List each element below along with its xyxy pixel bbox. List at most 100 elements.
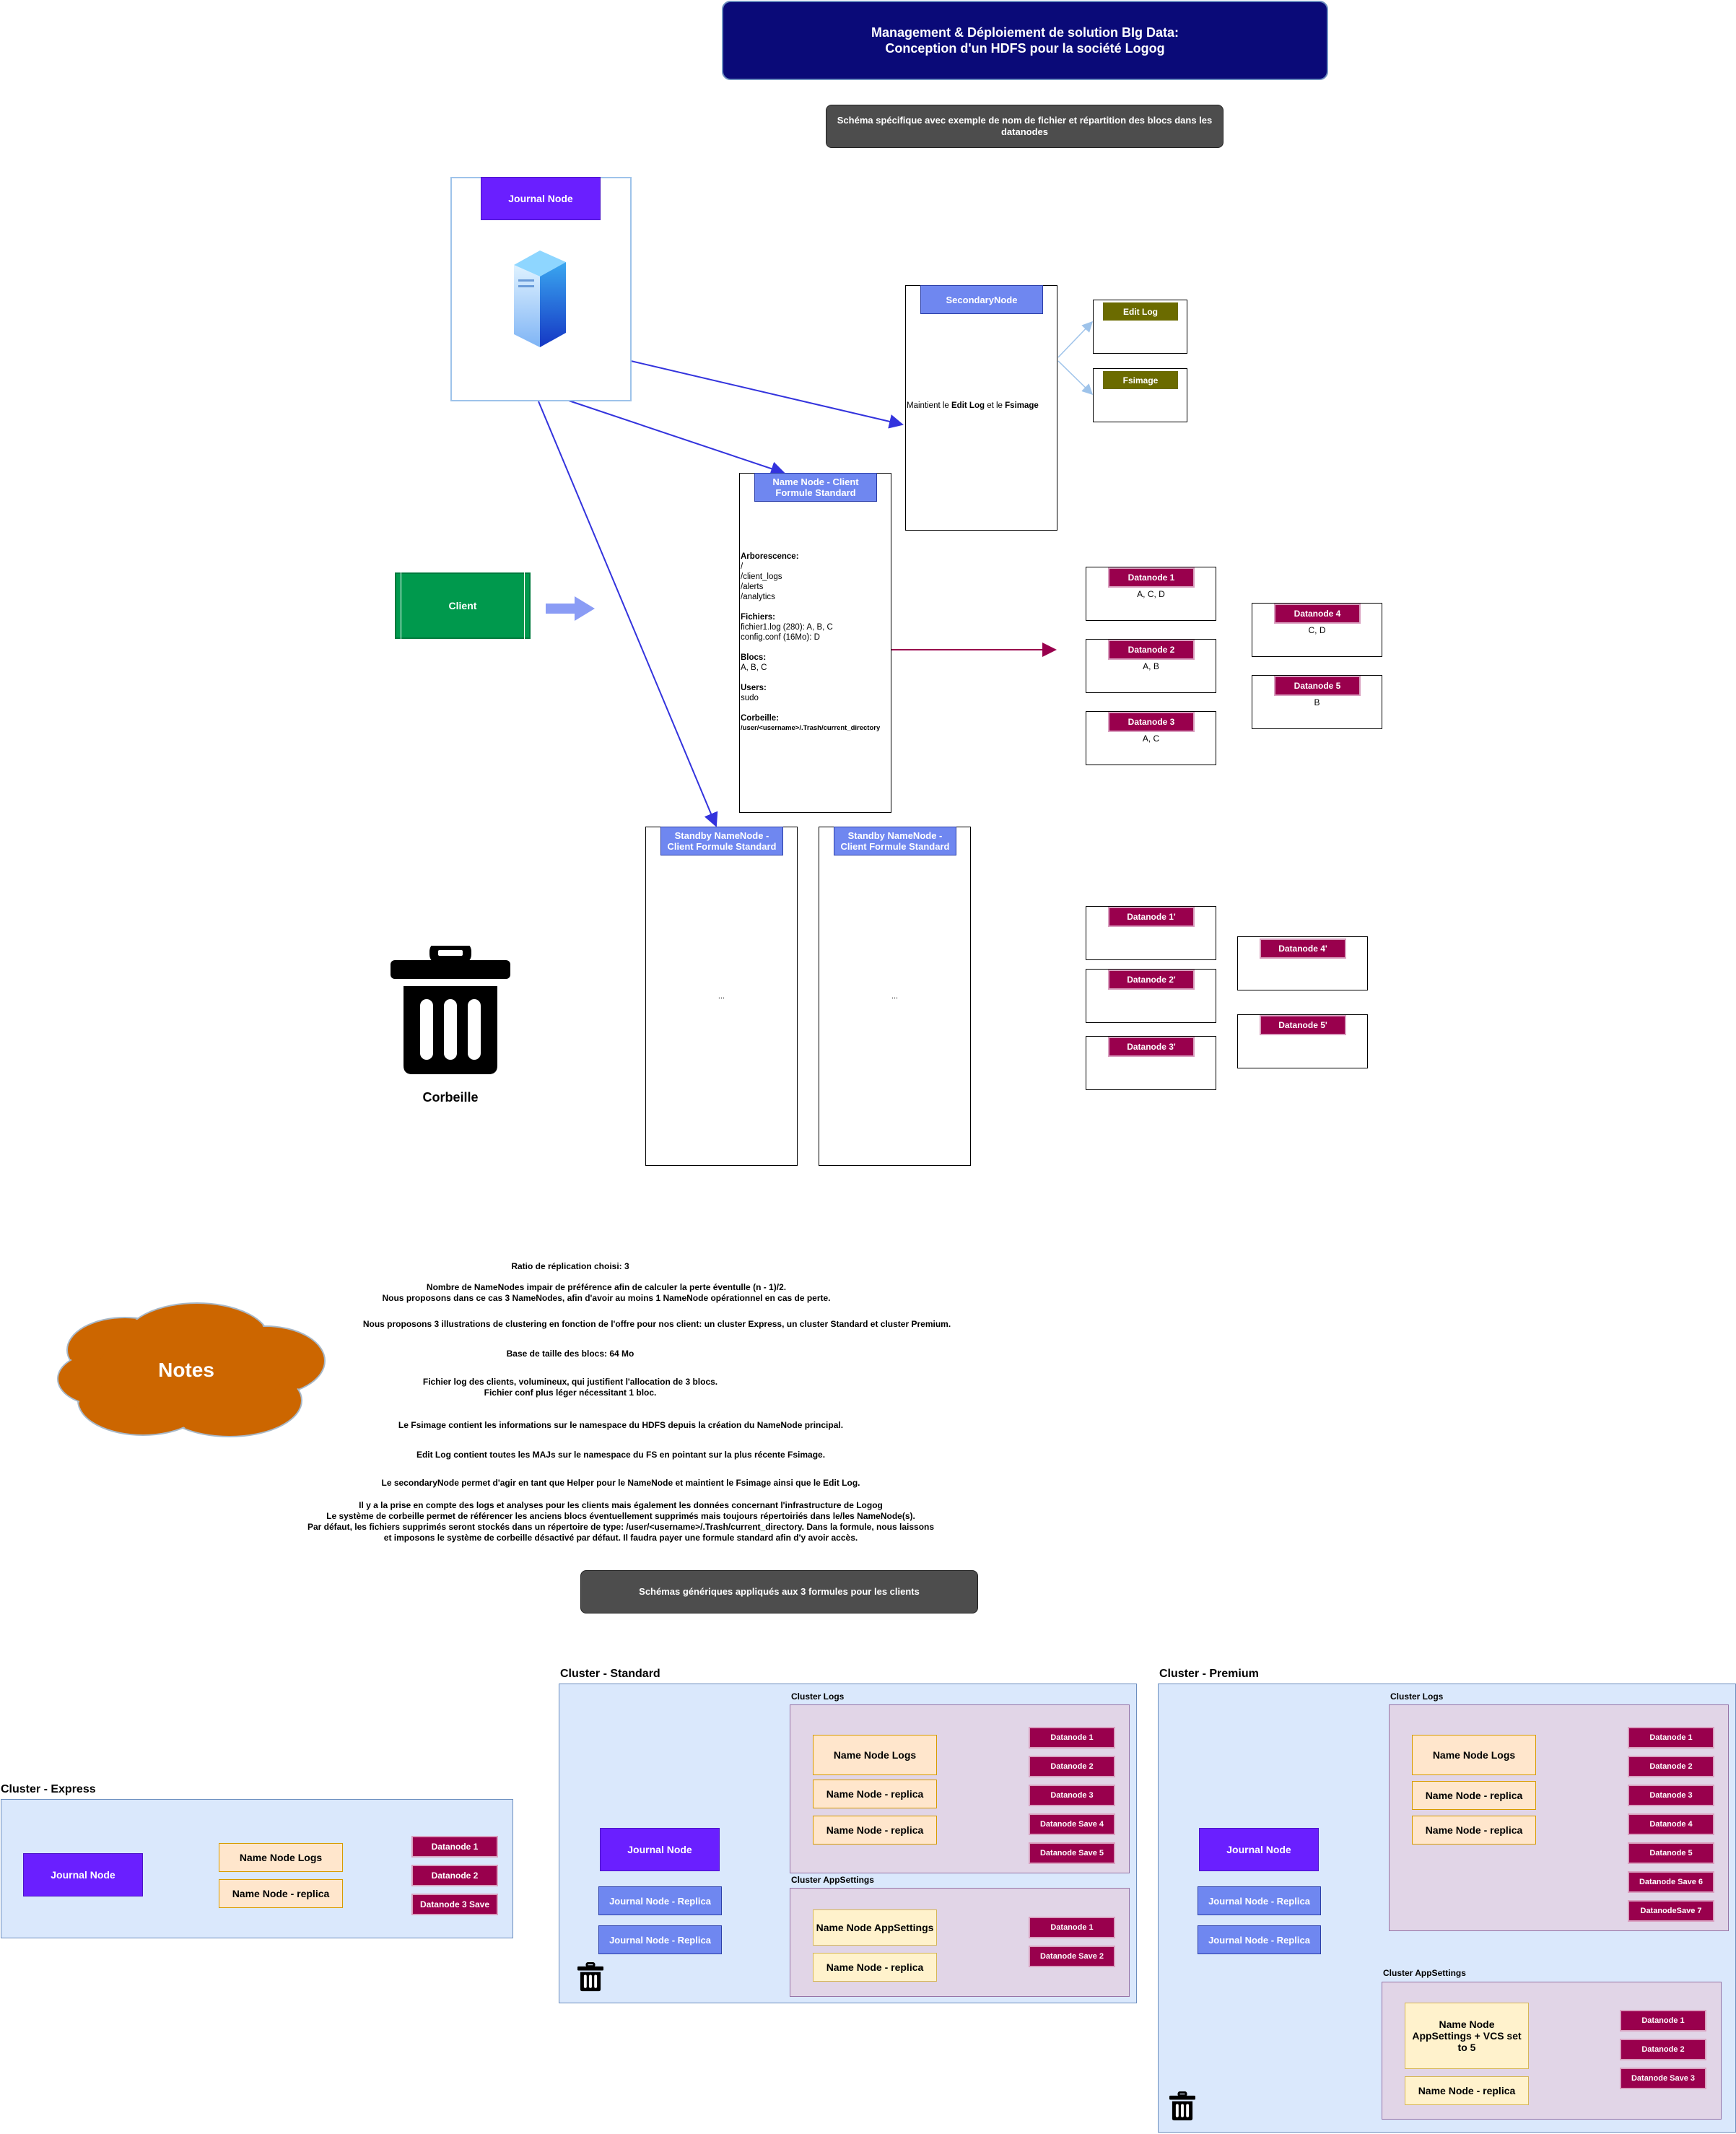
premium-name-node-appsettings[interactable]: Name Node AppSettings + VCS set to 5 [1405, 2003, 1529, 2069]
note-block-size: Base de taille des blocs: 64 Mo [506, 1349, 634, 1359]
cluster-premium-title: Cluster - Premium [1159, 1668, 1259, 1680]
note-namenodes: Nombre de NameNodes impair de préférence… [382, 1282, 831, 1303]
blocs-heading: Blocs: [741, 653, 767, 662]
arrow-secondary-to-editlog [1057, 321, 1094, 358]
standby-namenode-2-label: Standby NameNode - Client Formule Standa… [834, 827, 956, 855]
fichiers-heading: Fichiers: [741, 613, 775, 622]
standard-journal-node[interactable]: Journal Node [600, 1828, 720, 1871]
standard-logs-datanode-2[interactable]: Datanode 2 [1029, 1756, 1115, 1777]
secondary-node-box[interactable] [905, 285, 1057, 531]
arrow-journal-to-namenode [568, 400, 785, 476]
express-datanode-2[interactable]: Datanode 2 [411, 1865, 498, 1886]
datanode-4-label: Datanode 4 [1274, 604, 1361, 624]
secondary-node-desc: Maintient le Edit Log et le Fsimage [907, 401, 1057, 410]
premium-name-node-logs[interactable]: Name Node Logs [1412, 1735, 1536, 1775]
premium-trash-icon[interactable] [1169, 2091, 1195, 2122]
name-node-content: Arborescence: / /client_logs /alerts /an… [741, 552, 891, 733]
standard-app-replica[interactable]: Name Node - replica [813, 1953, 937, 1982]
standby-namenode-2-box[interactable] [819, 827, 971, 1166]
premium-logs-datanode-5[interactable]: Datanode 5 [1628, 1842, 1714, 1864]
datanode-4-prime-label: Datanode 4' [1260, 938, 1346, 959]
express-datanode-3-save[interactable]: Datanode 3 Save [411, 1894, 498, 1915]
premium-journal-node[interactable]: Journal Node [1199, 1828, 1319, 1871]
users-heading: Users: [741, 684, 767, 692]
subtitle-box: Schéma spécifique avec exemple de nom de… [826, 105, 1224, 148]
premium-app-title: Cluster AppSettings [1383, 1968, 1466, 1978]
arrow-journal-to-secondary [630, 360, 904, 429]
datanode-5-blocks: B [1314, 697, 1320, 707]
datanode-3-blocks: A, C [1142, 733, 1160, 744]
premium-logs-datanode-3[interactable]: Datanode 3 [1628, 1785, 1714, 1806]
standard-logs-datanode-1[interactable]: Datanode 1 [1029, 1727, 1115, 1748]
premium-logs-datanode-2[interactable]: Datanode 2 [1628, 1756, 1714, 1777]
premium-journal-replica-1[interactable]: Journal Node - Replica [1198, 1886, 1321, 1915]
datanode-2-blocks: A, B [1143, 661, 1159, 671]
users-body: sudo [741, 694, 759, 702]
express-name-node-logs[interactable]: Name Node Logs [219, 1843, 343, 1872]
premium-app-datanode-1[interactable]: Datanode 1 [1620, 2010, 1706, 2031]
blocs-body: A, B, C [741, 663, 767, 672]
name-node-label: Name Node - Client Formule Standard [754, 473, 877, 502]
standby-namenode-1-body: ... [717, 992, 725, 1001]
express-name-node-replica[interactable]: Name Node - replica [219, 1879, 343, 1908]
note-secondary: Le secondaryNode permet d'agir en tant q… [381, 1478, 860, 1488]
name-node-box[interactable] [739, 473, 891, 813]
premium-app-datanode-save-3[interactable]: Datanode Save 3 [1620, 2068, 1706, 2089]
standard-journal-replica-1[interactable]: Journal Node - Replica [598, 1886, 722, 1915]
standard-name-node-logs[interactable]: Name Node Logs [813, 1735, 937, 1775]
note-infrastructure: Il y a la prise en compte des logs et an… [307, 1500, 935, 1543]
premium-logs-datanode-4[interactable]: Datanode 4 [1628, 1813, 1714, 1835]
note-editlog: Edit Log contient toutes les MAJs sur le… [416, 1450, 826, 1460]
standard-name-node-appsettings[interactable]: Name Node AppSettings [813, 1909, 937, 1946]
note-replication: Ratio de réplication choisi: 3 [511, 1261, 629, 1271]
standard-app-datanode-1[interactable]: Datanode 1 [1029, 1917, 1115, 1938]
edit-log-label: Edit Log [1103, 302, 1178, 321]
arrow-secondary-to-fsimage [1057, 360, 1094, 396]
note-clusters: Nous proposons 3 illustrations de cluste… [362, 1319, 951, 1329]
trash-icon[interactable] [391, 946, 510, 1076]
standard-logs-datanode-save-4[interactable]: Datanode Save 4 [1029, 1813, 1115, 1835]
premium-app-replica[interactable]: Name Node - replica [1405, 2076, 1529, 2105]
premium-logs-datanode-save-7[interactable]: DatanodeSave 7 [1628, 1900, 1714, 1922]
client-box[interactable]: Client [395, 572, 531, 639]
fichiers-body: fichier1.log (280): A, B, C config.conf … [741, 623, 833, 642]
standard-trash-icon[interactable] [577, 1962, 603, 1993]
generic-schemas-header: Schémas génériques appliqués aux 3 formu… [580, 1570, 978, 1613]
arborescence-heading: Arborescence: [741, 552, 799, 561]
express-journal-node[interactable]: Journal Node [23, 1853, 143, 1896]
datanode-5-label: Datanode 5 [1274, 676, 1361, 696]
standard-journal-replica-2[interactable]: Journal Node - Replica [598, 1925, 722, 1954]
standard-logs-datanode-3[interactable]: Datanode 3 [1029, 1785, 1115, 1806]
datanode-5-prime-label: Datanode 5' [1260, 1015, 1346, 1035]
notes-cloud-label: Notes [158, 1359, 214, 1381]
premium-logs-datanode-1[interactable]: Datanode 1 [1628, 1727, 1714, 1748]
standby-namenode-1-label: Standby NameNode - Client Formule Standa… [660, 827, 783, 855]
express-datanode-1[interactable]: Datanode 1 [411, 1836, 498, 1858]
premium-logs-replica-1[interactable]: Name Node - replica [1412, 1781, 1536, 1810]
premium-journal-replica-2[interactable]: Journal Node - Replica [1198, 1925, 1321, 1954]
corbeille-heading: Corbeille: [741, 714, 780, 723]
desc-editlog: Edit Log [951, 401, 985, 410]
datanode-2-label: Datanode 2 [1108, 640, 1195, 660]
notes-cloud-icon [57, 1302, 326, 1437]
standard-app-datanode-save-2[interactable]: Datanode Save 2 [1029, 1946, 1115, 1967]
client-arrow-icon [546, 596, 595, 621]
standby-namenode-1-box[interactable] [645, 827, 798, 1166]
standard-logs-replica-1[interactable]: Name Node - replica [813, 1780, 937, 1808]
page-title: Management & Déploiement de solution BIg… [722, 1, 1328, 80]
arborescence-body: / /client_logs /alerts /analytics [741, 562, 782, 601]
datanode-2-prime-label: Datanode 2' [1108, 970, 1195, 990]
standard-logs-replica-2[interactable]: Name Node - replica [813, 1816, 937, 1845]
standard-logs-datanode-save-5[interactable]: Datanode Save 5 [1029, 1842, 1115, 1864]
arrow-journal-to-standby [538, 401, 718, 827]
premium-app-datanode-2[interactable]: Datanode 2 [1620, 2039, 1706, 2060]
datanode-1-prime-label: Datanode 1' [1108, 907, 1195, 927]
premium-logs-datanode-save-6[interactable]: Datanode Save 6 [1628, 1871, 1714, 1893]
datanode-4-blocks: C, D [1308, 625, 1326, 635]
premium-logs-replica-2[interactable]: Name Node - replica [1412, 1816, 1536, 1845]
cluster-express-title: Cluster - Express [1, 1783, 96, 1795]
note-log-files: Fichier log des clients, volumineux, qui… [422, 1377, 718, 1398]
corbeille-body: /user/<username>/.Trash/current_director… [741, 724, 881, 732]
standard-logs-title: Cluster Logs [791, 1691, 845, 1702]
